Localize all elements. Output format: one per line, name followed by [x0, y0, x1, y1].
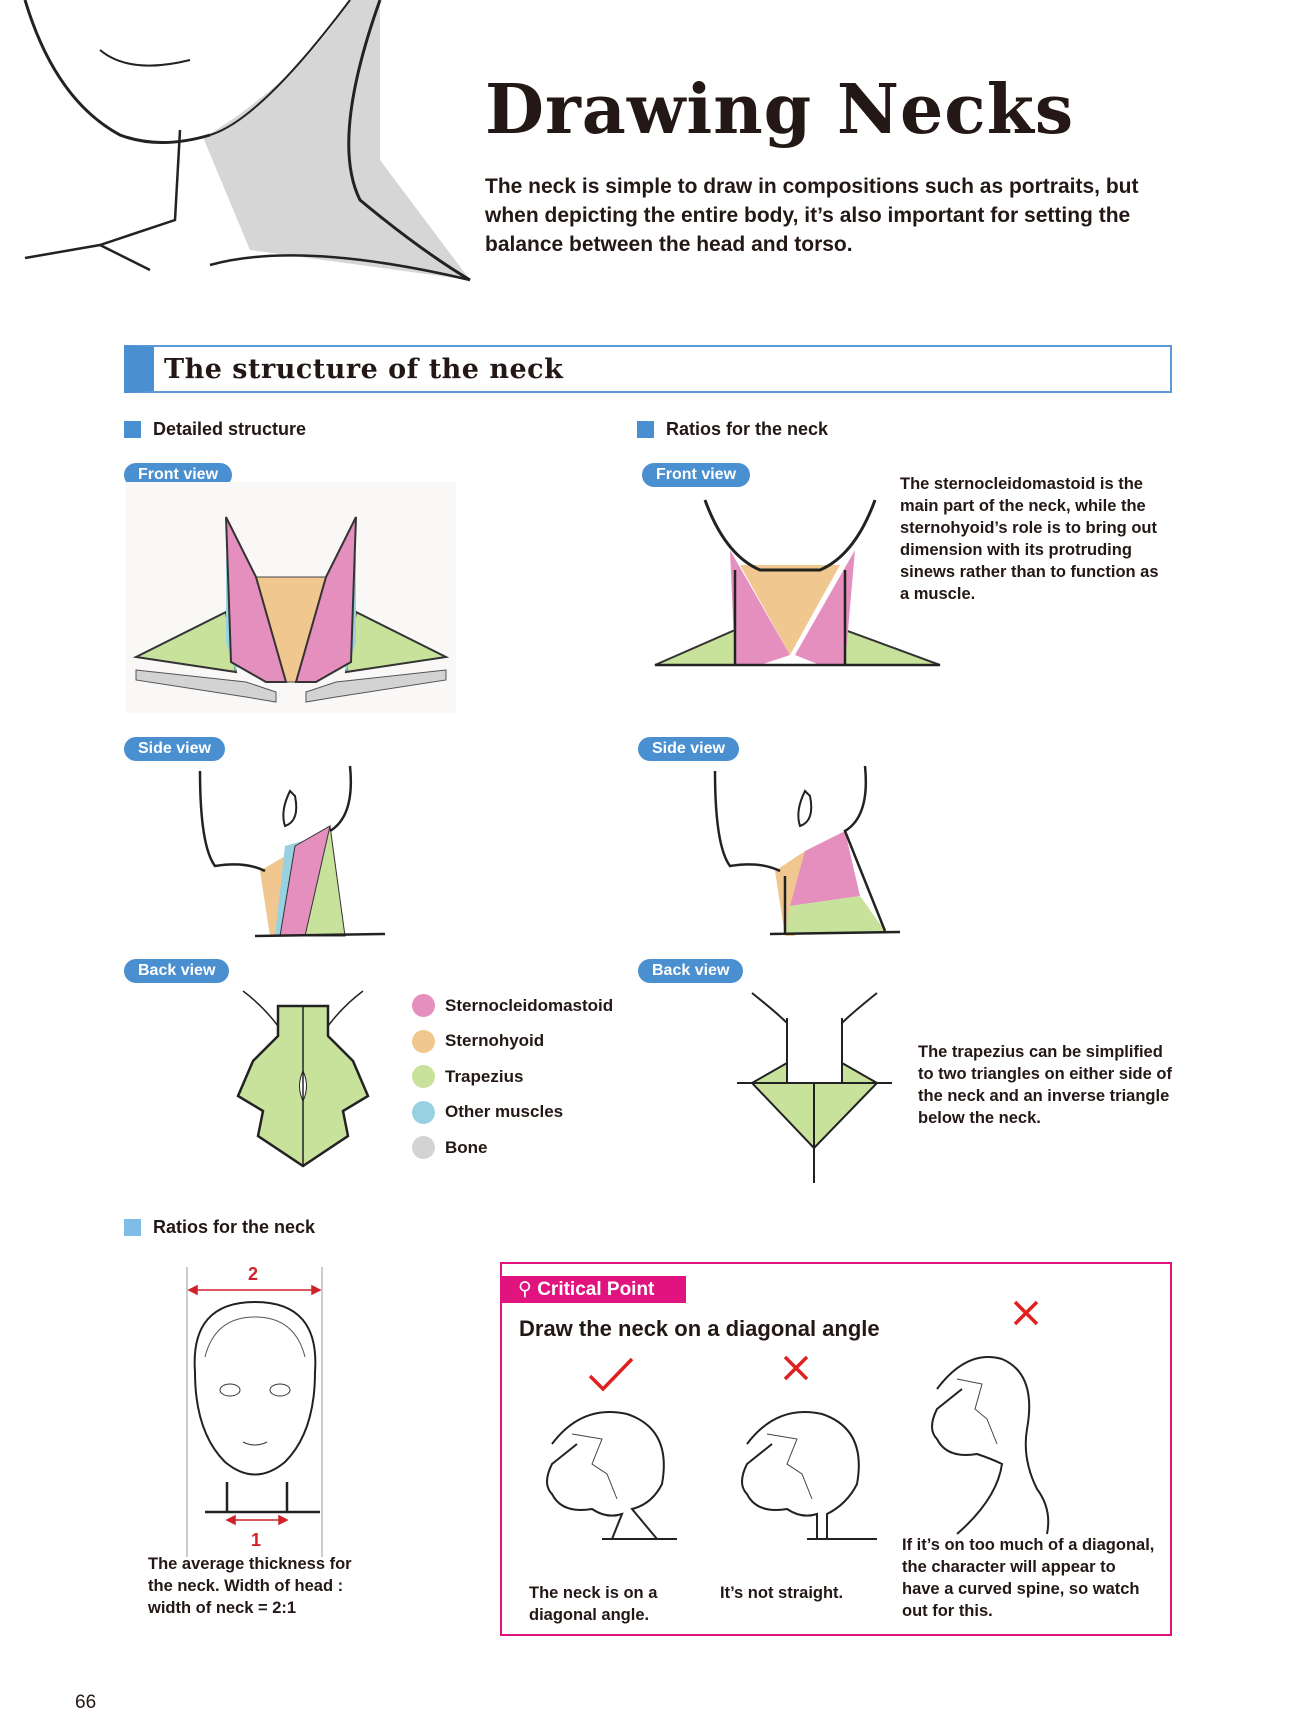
critical-caption: It’s not straight.	[720, 1584, 844, 1602]
critical-point-box: ⚲ Critical Point Draw the neck on a diag…	[500, 1262, 1172, 1636]
back-view-note: The trapezius can be simplified to two t…	[918, 1043, 1172, 1127]
section-title: The structure of the neck	[164, 353, 564, 385]
square-bullet-icon	[124, 421, 141, 438]
critical-caption: The neck is on a diagonal angle.	[529, 1584, 658, 1624]
legend-item: Bone	[412, 1130, 613, 1166]
back-view-label: Back view	[124, 959, 230, 983]
side-view-label: Side view	[124, 737, 225, 761]
head-ratio-diagram	[186, 1267, 323, 1557]
side-view-ratio-diagram	[713, 765, 901, 936]
front-view-label: Front view	[642, 463, 751, 487]
subheading-ratios: Ratios for the neck	[637, 419, 828, 440]
legend-label: Sternocleidomastoid	[445, 995, 614, 1015]
neck-illustration	[23, 0, 471, 282]
legend-label: Other muscles	[445, 1102, 564, 1122]
page-number: 66	[75, 1692, 97, 1713]
neck-ratio-value: 1	[251, 1530, 262, 1550]
front-view-diagram	[126, 482, 456, 713]
color-dot-icon	[412, 1136, 435, 1160]
legend-item: Sternohyoid	[412, 1024, 613, 1060]
color-dot-icon	[412, 994, 435, 1018]
front-view-ratio-diagram	[654, 499, 941, 667]
magnifier-icon: ⚲	[518, 1279, 538, 1300]
color-dot-icon	[412, 1100, 435, 1124]
check-icon	[588, 1357, 634, 1392]
side-view-label: Side view	[638, 737, 739, 761]
section-header: The structure of the neck	[124, 345, 1172, 393]
legend-label: Bone	[445, 1137, 488, 1157]
square-bullet-icon	[637, 421, 654, 438]
head-curved-spine-drawing	[931, 1356, 1050, 1535]
legend-item: Sternocleidomastoid	[412, 988, 613, 1024]
head-straight-neck-drawing	[741, 1411, 877, 1540]
subheading-label: Ratios for the neck	[153, 1217, 316, 1237]
head-ratio-value: 2	[248, 1264, 259, 1284]
color-dot-icon	[412, 1029, 435, 1053]
critical-caption: If it’s on too much of a diagonal, the c…	[902, 1536, 1155, 1620]
intro-text: The neck is simple to draw in compositio…	[485, 175, 1139, 256]
legend-item: Trapezius	[412, 1059, 613, 1095]
page-title: Drawing Necks	[485, 70, 1075, 150]
color-dot-icon	[412, 1065, 435, 1089]
subheading-label: Detailed structure	[153, 419, 307, 439]
subheading-ratios-bottom: Ratios for the neck	[124, 1217, 315, 1238]
square-bullet-icon	[124, 1219, 141, 1236]
critical-point-tag: ⚲ Critical Point	[502, 1276, 686, 1303]
head-diagonal-neck-drawing	[546, 1411, 677, 1540]
back-view-diagram	[236, 990, 370, 1168]
back-view-ratio-diagram	[737, 992, 892, 1183]
ratio-caption: The average thickness for the neck. Widt…	[148, 1555, 352, 1617]
tag-label: Critical Point	[537, 1279, 655, 1300]
back-view-label: Back view	[638, 959, 744, 983]
front-view-note: The sternocleidomastoid is the main part…	[900, 475, 1159, 603]
color-legend: Sternocleidomastoid Sternohyoid Trapeziu…	[412, 988, 613, 1166]
cross-icon	[783, 1355, 809, 1381]
legend-item: Other muscles	[412, 1095, 613, 1131]
critical-title: Draw the neck on a diagonal angle	[519, 1316, 880, 1341]
side-view-diagram	[198, 765, 386, 938]
legend-label: Trapezius	[445, 1066, 524, 1086]
subheading-detailed: Detailed structure	[124, 419, 306, 440]
legend-label: Sternohyoid	[445, 1031, 545, 1051]
cross-icon	[1013, 1300, 1039, 1326]
subheading-label: Ratios for the neck	[666, 419, 829, 439]
